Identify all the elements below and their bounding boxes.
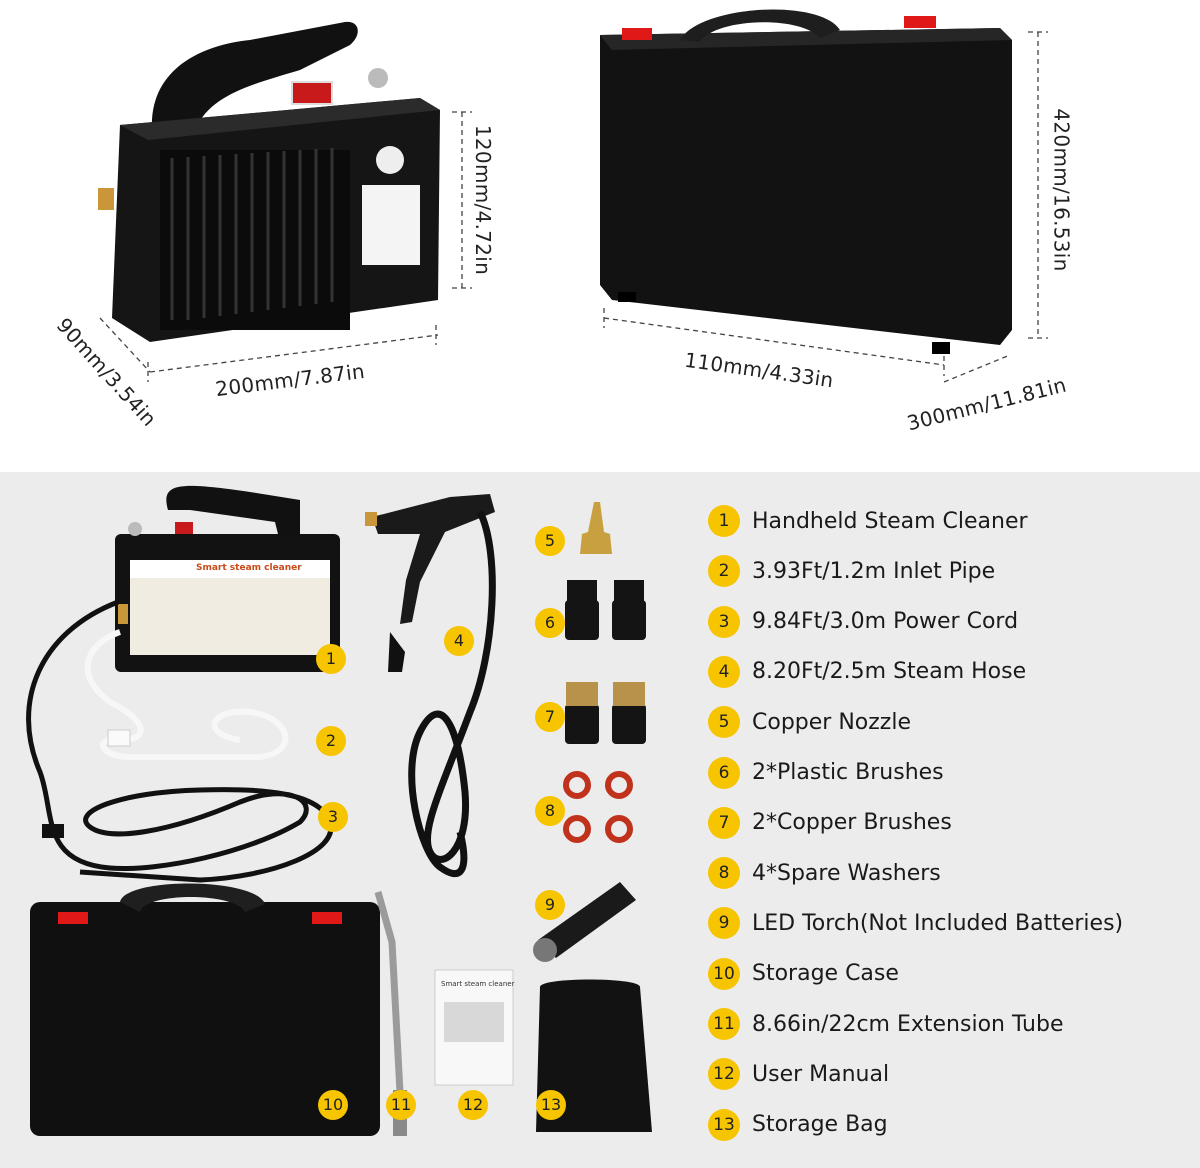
power-switch bbox=[291, 81, 333, 105]
marker-13: 13 bbox=[536, 1090, 566, 1120]
steamer-height-label: 120mm/4.72in bbox=[471, 124, 496, 276]
legend-item: 11 8.66in/22cm Extension Tube bbox=[708, 1007, 1064, 1041]
extension-tube bbox=[374, 891, 404, 1093]
legend-text: Handheld Steam Cleaner bbox=[752, 508, 1028, 534]
marker-5: 5 bbox=[535, 526, 565, 556]
legend-number-badge: 13 bbox=[708, 1108, 740, 1141]
marker-3: 3 bbox=[318, 802, 348, 832]
copper-nozzle bbox=[580, 502, 612, 554]
case-latch-right bbox=[904, 16, 936, 28]
legend-item: 6 2*Plastic Brushes bbox=[708, 756, 944, 790]
led-torch bbox=[538, 882, 636, 958]
marker-7: 7 bbox=[535, 702, 565, 732]
copper-brushes bbox=[565, 682, 646, 744]
inlet-pipe bbox=[84, 629, 289, 760]
legend-item: 13 Storage Bag bbox=[708, 1108, 888, 1142]
marker-11: 11 bbox=[386, 1090, 416, 1120]
dimensions-illustration bbox=[98, 9, 1048, 383]
legend-item: 10 Storage Case bbox=[708, 957, 899, 991]
legend-number-badge: 6 bbox=[708, 756, 740, 789]
legend-number-badge: 4 bbox=[708, 655, 740, 688]
legend-item: 9 LED Torch(Not Included Batteries) bbox=[708, 906, 1123, 940]
legend-text: 2*Plastic Brushes bbox=[752, 760, 944, 785]
steamer-label: Smart steam cleaner bbox=[196, 563, 302, 573]
case-shell bbox=[600, 28, 1012, 345]
marker-1: 1 bbox=[316, 644, 346, 674]
legend-text: LED Torch(Not Included Batteries) bbox=[752, 910, 1124, 936]
legend-number-badge: 12 bbox=[708, 1058, 740, 1091]
power-cord bbox=[26, 599, 334, 883]
legend-number-badge: 10 bbox=[708, 957, 740, 990]
legend-number-badge: 11 bbox=[708, 1008, 740, 1040]
case-handle bbox=[680, 9, 840, 42]
legend-text: 8.66in/22cm Extension Tube bbox=[752, 1011, 1064, 1037]
storage-case bbox=[30, 902, 380, 1136]
legend-item: 7 2*Copper Brushes bbox=[708, 806, 952, 840]
manual-title: Smart steam cleaner bbox=[441, 980, 515, 988]
legend-item: 1 Handheld Steam Cleaner bbox=[708, 504, 1028, 538]
case-height-label: 420mm/16.53in bbox=[1049, 108, 1074, 272]
legend-text: 4*Spare Washers bbox=[752, 860, 941, 886]
marker-6: 6 bbox=[535, 608, 565, 638]
temperature-knob bbox=[368, 68, 388, 88]
marker-2: 2 bbox=[316, 726, 346, 756]
steamer-handle bbox=[151, 21, 358, 131]
steam-gun bbox=[372, 494, 495, 624]
legend-number-badge: 9 bbox=[708, 907, 740, 940]
steamer-grille bbox=[160, 150, 350, 330]
steam-hose bbox=[408, 510, 496, 877]
case-latch-left bbox=[622, 28, 652, 40]
marker-8: 8 bbox=[535, 796, 565, 826]
contents-illustration bbox=[26, 485, 652, 1136]
legend-text: User Manual bbox=[752, 1061, 890, 1087]
legend-text: Storage Case bbox=[752, 961, 899, 987]
legend-number-badge: 8 bbox=[708, 857, 740, 890]
legend-number-badge: 7 bbox=[708, 806, 740, 839]
legend-item: 5 Copper Nozzle bbox=[708, 705, 911, 739]
legend-number-badge: 1 bbox=[708, 505, 740, 537]
legend-item: 4 8.20Ft/2.5m Steam Hose bbox=[708, 655, 1026, 689]
legend-text: Storage Bag bbox=[752, 1112, 888, 1138]
legend-item: 8 4*Spare Washers bbox=[708, 856, 941, 890]
legend-item: 12 User Manual bbox=[708, 1057, 889, 1091]
storage-bag bbox=[536, 979, 652, 1132]
legend-text: 2*Copper Brushes bbox=[752, 810, 952, 836]
marker-9: 9 bbox=[535, 890, 565, 920]
steamer-front-handle bbox=[166, 485, 300, 542]
legend-item: 2 3.93Ft/1.2m Inlet Pipe bbox=[708, 554, 995, 588]
legend-item: 3 9.84Ft/3.0m Power Cord bbox=[708, 605, 1018, 639]
plastic-brushes bbox=[565, 580, 646, 640]
dimensions-panel: 120mm/4.72in 200mm/7.87in 90mm/3.54in 42… bbox=[0, 0, 1200, 472]
spec-sticker bbox=[362, 185, 420, 265]
marker-12: 12 bbox=[458, 1090, 488, 1120]
legend-text: 9.84Ft/3.0m Power Cord bbox=[752, 609, 1019, 635]
legend-number-badge: 5 bbox=[708, 706, 740, 739]
legend-number-badge: 3 bbox=[708, 605, 740, 638]
marker-10: 10 bbox=[318, 1090, 348, 1120]
legend-text: 3.93Ft/1.2m Inlet Pipe bbox=[752, 558, 996, 584]
legend-number-badge: 2 bbox=[708, 555, 740, 588]
legend-text: 8.20Ft/2.5m Steam Hose bbox=[752, 659, 1027, 685]
marker-4: 4 bbox=[444, 626, 474, 656]
contents-panel: Smart steam cleaner Smart steam cleaner … bbox=[0, 472, 1200, 1168]
legend-text: Copper Nozzle bbox=[752, 709, 911, 735]
spare-washers bbox=[563, 771, 633, 843]
